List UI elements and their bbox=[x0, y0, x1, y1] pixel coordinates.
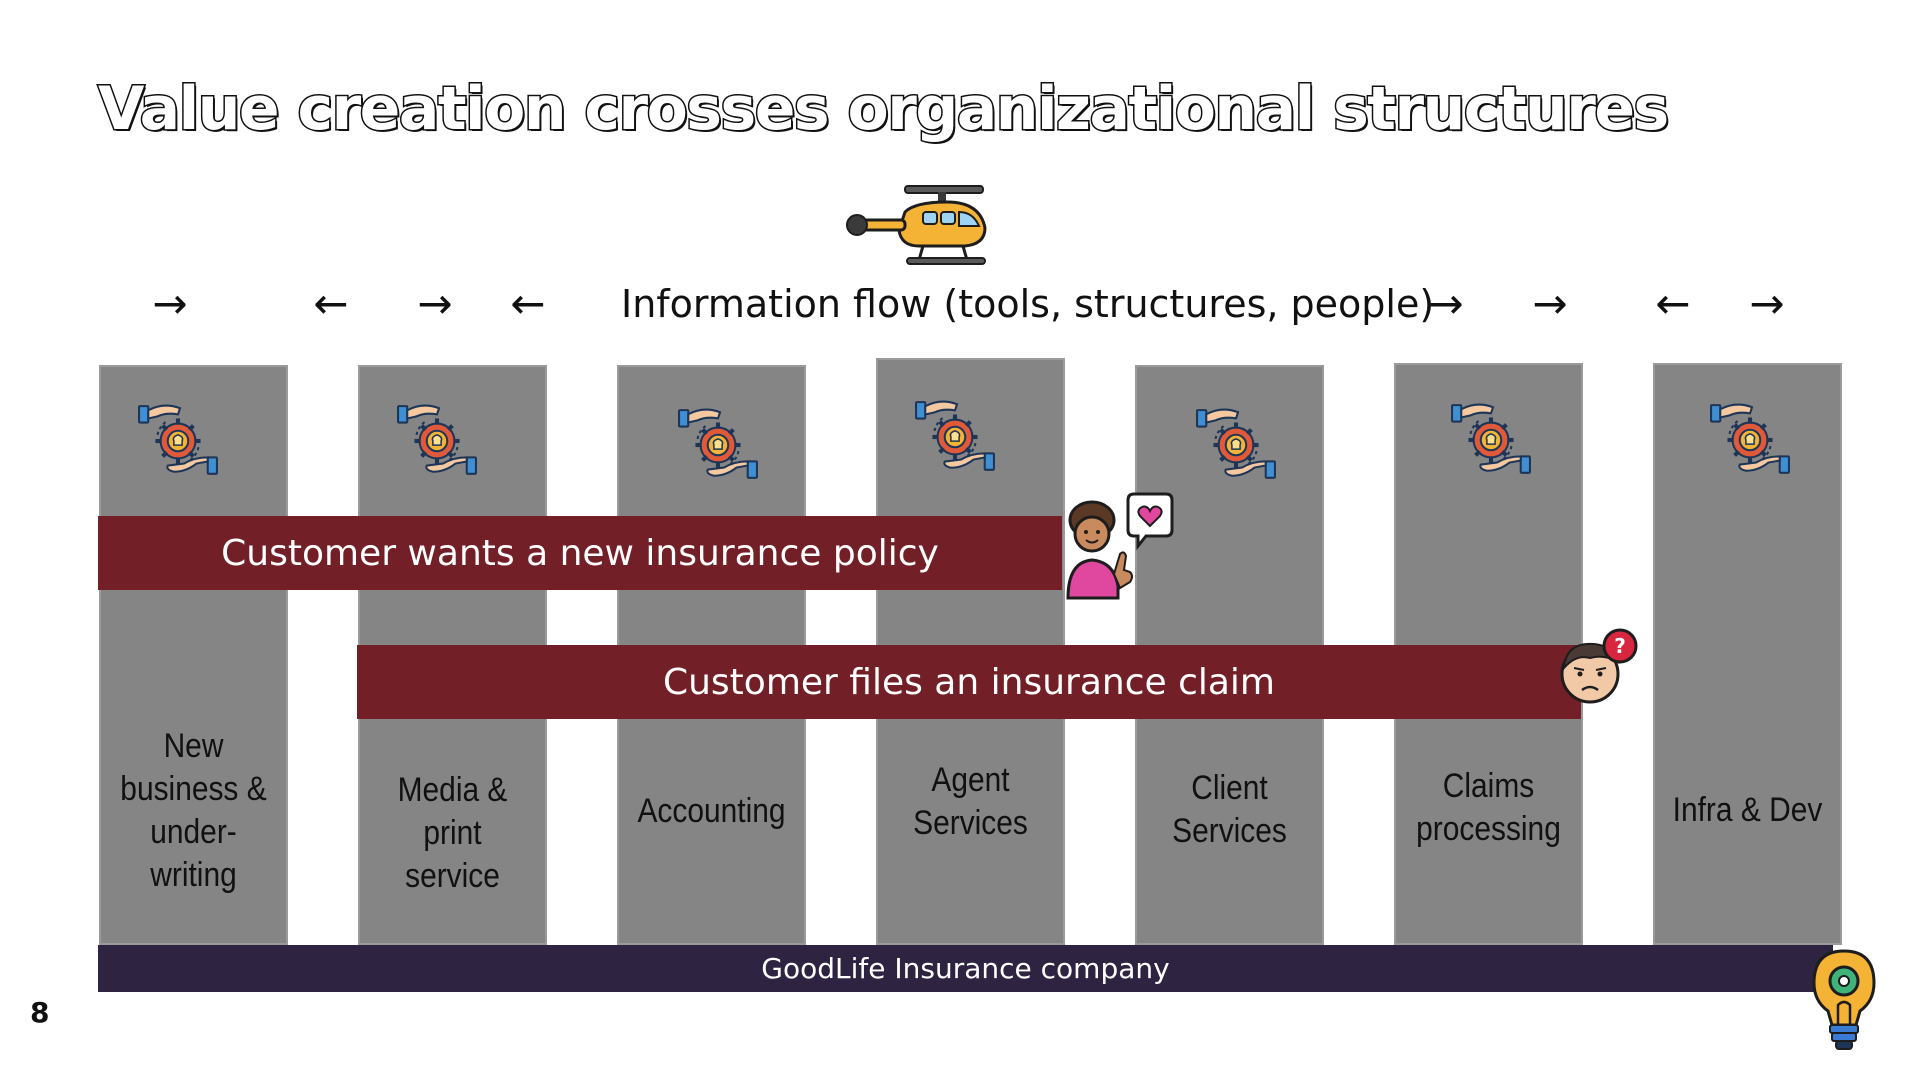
helicopter-icon bbox=[846, 185, 987, 265]
department-column: New business & under- writing bbox=[99, 365, 288, 945]
flow-arrow: ← bbox=[313, 279, 349, 328]
process-band-claim: Customer files an insurance claim bbox=[357, 645, 1581, 719]
process-band-new-policy: Customer wants a new insurance policy bbox=[98, 516, 1062, 590]
department-label: Media & print service bbox=[397, 771, 508, 895]
information-flow-label: Information flow (tools, structures, peo… bbox=[621, 282, 1435, 326]
innovation-hands-icon bbox=[1709, 399, 1791, 481]
department-label: Claims processing bbox=[1416, 767, 1561, 848]
department-label: New business & under- writing bbox=[120, 727, 267, 894]
innovation-hands-icon bbox=[677, 404, 759, 486]
page-number: 8 bbox=[30, 996, 50, 1029]
flow-arrow: → bbox=[1428, 279, 1464, 328]
svg-text:?: ? bbox=[1614, 634, 1626, 658]
flow-arrow: → bbox=[1749, 279, 1785, 328]
information-flow-row: → ← → ← Information flow (tools, structu… bbox=[0, 274, 1920, 334]
innovation-hands-icon bbox=[137, 400, 219, 482]
department-column: Infra & Dev bbox=[1653, 363, 1842, 945]
flow-arrow: ← bbox=[1655, 279, 1691, 328]
confused-customer-icon: ? bbox=[1560, 628, 1638, 704]
flow-arrow: → bbox=[152, 279, 188, 328]
slide-title: Value creation crosses organizational st… bbox=[97, 73, 1671, 146]
flow-arrow: ← bbox=[510, 279, 546, 328]
happy-customer-icon bbox=[1066, 492, 1174, 600]
innovation-hands-icon bbox=[1450, 399, 1532, 481]
innovation-hands-icon bbox=[1195, 404, 1277, 486]
innovation-hands-icon bbox=[396, 400, 478, 482]
lightbulb-gear-icon bbox=[1812, 949, 1876, 1050]
flow-arrow: → bbox=[417, 279, 453, 328]
company-name: GoodLife Insurance company bbox=[761, 952, 1170, 985]
process-label: Customer wants a new insurance policy bbox=[221, 532, 939, 574]
department-label: Accounting bbox=[637, 792, 786, 830]
innovation-hands-icon bbox=[914, 396, 996, 478]
process-label: Customer files an insurance claim bbox=[662, 661, 1276, 703]
department-label: Client Services bbox=[1172, 769, 1287, 850]
company-bar: GoodLife Insurance company bbox=[98, 945, 1833, 992]
department-label: Agent Services bbox=[913, 761, 1028, 842]
department-label: Infra & Dev bbox=[1672, 791, 1823, 829]
flow-arrow: → bbox=[1532, 279, 1568, 328]
